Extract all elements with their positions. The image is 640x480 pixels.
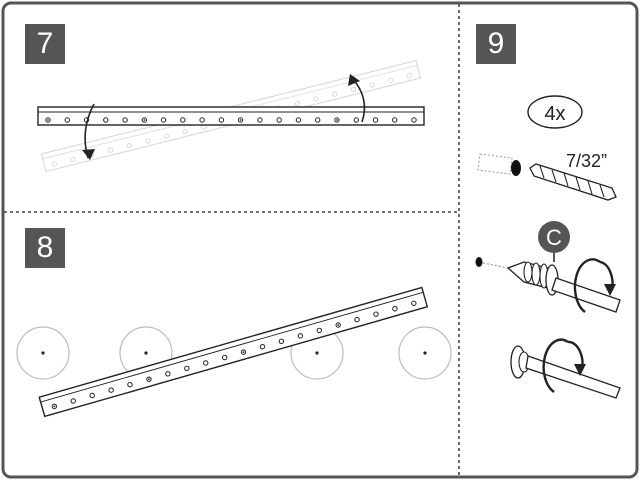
tilted-rail [38, 286, 429, 418]
rail-hole [392, 117, 398, 123]
stud-center [423, 351, 427, 355]
rail-hole [388, 77, 394, 83]
rail-hole-marker [148, 378, 150, 381]
rail-hole [182, 128, 188, 135]
stud-circle [16, 326, 70, 380]
rail-hole [294, 100, 301, 107]
hole-guide [482, 262, 509, 269]
rail-hole [160, 117, 167, 123]
rail-hole [107, 147, 114, 153]
rail-hole [70, 156, 76, 163]
rail-hole [369, 82, 375, 88]
rail-hole [350, 86, 357, 93]
rail-hole [163, 133, 170, 139]
rail-hole [259, 344, 266, 350]
wall-anchor-icon [506, 261, 559, 296]
clockwise-rotation-icon [542, 338, 586, 393]
rail-hole-marker [242, 351, 245, 354]
rail-hole-marker [336, 119, 338, 121]
drill-hole [511, 160, 521, 176]
rail-hole [127, 381, 133, 388]
quantity-oval [527, 95, 583, 129]
rail-hole [126, 142, 132, 149]
arrow-down-head [82, 149, 95, 160]
stud-center [41, 351, 45, 355]
step-7-panel [37, 59, 425, 173]
rail-hole [221, 354, 228, 361]
rail-hole [372, 117, 379, 123]
rail-hole-marker [337, 324, 340, 326]
wall-hole [475, 257, 483, 267]
rail-hole-marker [239, 119, 242, 121]
rail-hole [108, 387, 114, 393]
rail-hole [411, 300, 417, 307]
rail-hole [353, 117, 359, 123]
rail-hole [89, 392, 95, 399]
rail-hole [103, 117, 109, 123]
step-8-badge: 8 [25, 228, 65, 268]
arrow-up-head [348, 74, 360, 86]
rail-hole [122, 117, 128, 123]
screwdriver-icon [551, 277, 621, 313]
rail-hole [257, 117, 263, 123]
rail-hole [199, 117, 205, 123]
step-8-panel [16, 286, 452, 418]
drill-size-label: 7/32” [566, 151, 607, 171]
rail-hole [316, 327, 322, 334]
rail-hole [64, 117, 71, 123]
rail-hole [180, 117, 186, 123]
rail-hole [70, 398, 76, 404]
rail-hole [392, 306, 398, 312]
stud-center [315, 351, 319, 355]
drill-bit-icon [529, 163, 617, 201]
rail-hole [297, 333, 304, 339]
ghost-anchor [477, 153, 513, 175]
rail-hole [315, 117, 321, 123]
rail-hole [145, 138, 151, 144]
rail-hole [295, 117, 302, 123]
step-9-badge: 9 [476, 24, 516, 64]
step-9-panel: 4x 7/32” C [475, 95, 621, 399]
rail-hole [203, 360, 209, 366]
clockwise-rotation-icon [573, 258, 616, 313]
rail-hole [276, 117, 282, 123]
rail-hole [411, 117, 417, 123]
quantity-label: 4x [544, 103, 565, 125]
step-7-badge: 7 [25, 24, 65, 64]
rail-hole [354, 316, 360, 323]
stud-center [144, 351, 148, 355]
rail-hole-marker [53, 405, 56, 408]
rail-hole [313, 96, 319, 102]
rail-hole [218, 117, 225, 123]
part-c-label: C [546, 225, 562, 250]
rail-hole-marker [143, 119, 146, 121]
rail-hole [406, 72, 413, 79]
rail-hole-marker [47, 119, 49, 121]
part-c-badge [538, 221, 570, 253]
rail-hole [184, 365, 190, 372]
rail-hole [373, 311, 379, 317]
rail-hole [51, 161, 58, 167]
screwdriver-icon [525, 355, 621, 399]
level-rail [37, 106, 425, 126]
rail-hole [278, 338, 285, 344]
rail-hole [165, 371, 171, 377]
rail-hole [332, 91, 338, 97]
stud-circle [398, 326, 452, 380]
